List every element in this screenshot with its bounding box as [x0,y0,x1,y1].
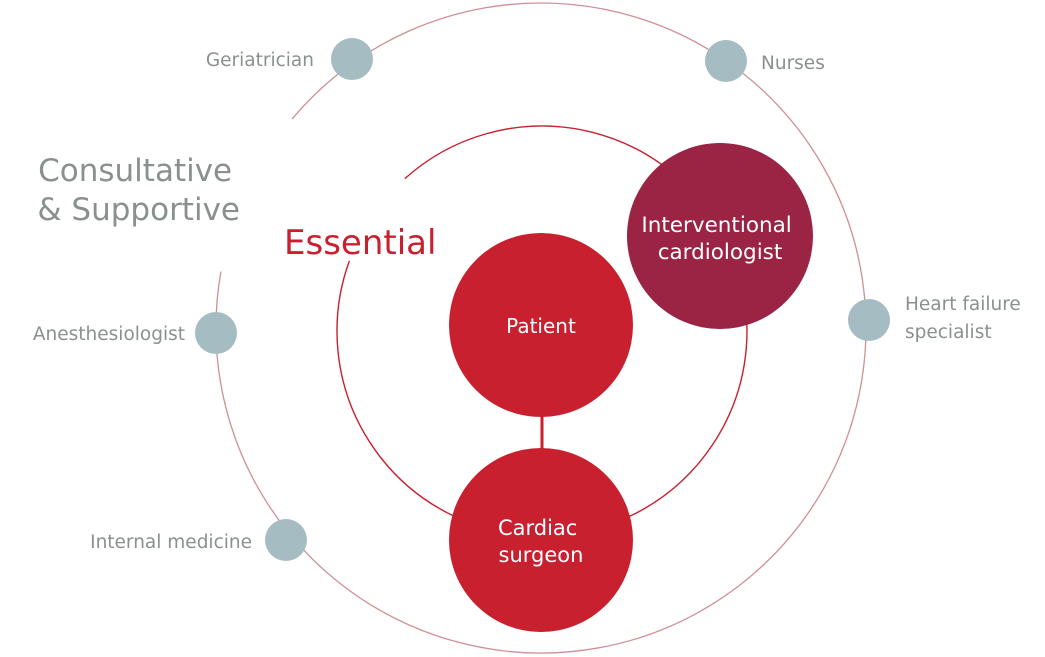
node-patient[interactable]: Patient [449,233,633,417]
patient-label-line-1: Patient [506,314,576,338]
surgeon-label-line-2: surgeon [499,543,584,567]
interventional-cardiologist-circle [627,143,813,329]
inner-ring-title: Essential [284,223,436,263]
internal-medicine-label: Internal medicine [90,532,252,553]
outer-ring-title: Consultative & Supportive [37,153,242,228]
cardiac-surgeon-circle [449,448,633,632]
heart-failure-label-line-1: Heart failure [905,294,1021,315]
outer-ring-title-line-1: Consultative [38,153,232,189]
geriatrician-dot [331,38,373,80]
outer-ring-title-line-2: & Supportive [37,192,240,228]
heart-failure-specialist-dot [848,299,890,341]
node-cardiac-surgeon[interactable]: Cardiac surgeon [449,448,633,632]
geriatrician-label: Geriatrician [206,50,314,71]
interventional-label-line-2: cardiologist [658,240,783,265]
internal-medicine-dot [265,519,307,561]
inner-ring [336,125,748,537]
interventional-cardiologist-label: Interventional cardiologist [641,213,798,265]
nurses-label: Nurses [761,53,825,74]
node-internal-medicine[interactable]: Internal medicine [90,519,307,561]
patient-label: Patient [506,314,576,338]
node-heart-failure-specialist[interactable]: Heart failure specialist [848,294,1027,343]
node-anesthesiologist[interactable]: Anesthesiologist [33,312,237,354]
outer-ring [215,2,867,654]
anesthesiologist-dot [195,312,237,354]
patient-circle [449,233,633,417]
nurses-dot [705,40,747,82]
node-geriatrician[interactable]: Geriatrician [206,38,373,80]
cardiac-surgeon-label: Cardiac surgeon [498,516,584,567]
interventional-label-line-1: Interventional [641,213,791,238]
node-interventional-cardiologist[interactable]: Interventional cardiologist [627,143,813,329]
surgeon-label-line-1: Cardiac [498,516,577,540]
heart-failure-specialist-label: Heart failure specialist [905,294,1027,343]
heart-failure-label-line-2: specialist [905,322,992,343]
node-nurses[interactable]: Nurses [705,40,825,82]
anesthesiologist-label: Anesthesiologist [33,324,185,345]
